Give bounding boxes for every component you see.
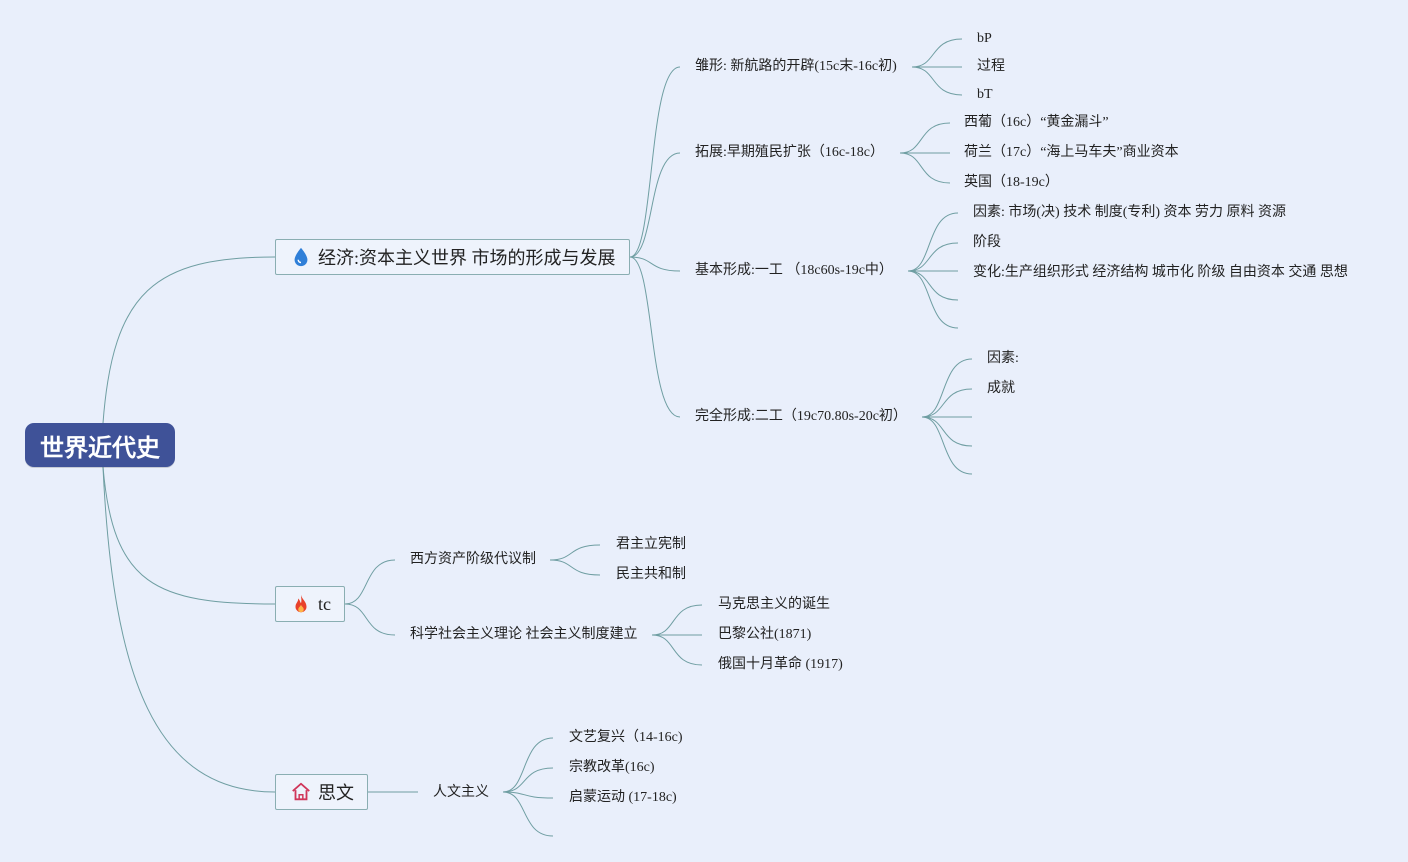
connector-line xyxy=(344,603,396,636)
connector-line xyxy=(502,791,554,837)
connector-line xyxy=(907,270,959,329)
home-icon xyxy=(290,781,312,803)
topic-colonial-expansion[interactable]: 拓展:早期殖民扩张（16c-18c） xyxy=(695,145,884,160)
connector-line xyxy=(899,122,951,154)
topic-humanism[interactable]: 人文主义 xyxy=(433,785,489,800)
connector-line xyxy=(907,270,959,301)
topic-embryonic-new-routes[interactable]: 雏形: 新航路的开辟(15c末-16c初) xyxy=(695,59,897,74)
connector-line xyxy=(651,604,703,636)
branch-thought-culture[interactable]: 思文 xyxy=(275,774,368,810)
leaf-democratic-republic[interactable]: 民主共和制 xyxy=(616,567,686,582)
leaf-bp[interactable]: bP xyxy=(977,31,992,46)
topic-first-industrial-revolution[interactable]: 基本形成:一工 （18c60s-19c中） xyxy=(695,263,893,278)
leaf-stages[interactable]: 阶段 xyxy=(973,235,1001,250)
leaf-achievements[interactable]: 成就 xyxy=(987,381,1015,396)
leaf-reformation[interactable]: 宗教改革(16c) xyxy=(569,760,655,775)
connector-line xyxy=(549,544,601,561)
connector-line xyxy=(911,66,963,96)
leaf-factors-2[interactable]: 因素: xyxy=(987,351,1019,366)
leaf-bt[interactable]: bT xyxy=(977,87,993,102)
connector-line xyxy=(899,152,951,184)
root-connector xyxy=(102,256,276,424)
leaf-paris-commune[interactable]: 巴黎公社(1871) xyxy=(718,627,812,642)
connector-line xyxy=(629,152,681,258)
connector-line xyxy=(629,66,681,258)
topic-representative-system[interactable]: 西方资产阶级代议制 xyxy=(410,552,536,567)
connector-line xyxy=(907,242,959,272)
connector-line xyxy=(502,737,554,793)
topic-second-industrial-revolution[interactable]: 完全形成:二工（19c70.80s-20c初） xyxy=(695,409,907,424)
connector-line xyxy=(921,388,973,418)
connector-line xyxy=(502,791,554,799)
leaf-renaissance[interactable]: 文艺复兴（14-16c) xyxy=(569,730,683,745)
root-connector xyxy=(102,466,276,605)
leaf-constitutional-monarchy[interactable]: 君主立宪制 xyxy=(616,537,686,552)
fire-icon xyxy=(290,593,312,615)
leaf-factors-1[interactable]: 因素: 市场(决) 技术 制度(专利) 资本 劳力 原料 资源 xyxy=(973,205,1287,220)
connector-line xyxy=(921,358,973,418)
leaf-spain-portugal[interactable]: 西葡（16c）“黄金漏斗” xyxy=(964,115,1109,130)
connector-line xyxy=(502,767,554,793)
branch-economy-label: 经济:资本主义世界 市场的形成与发展 xyxy=(318,248,616,268)
topic-scientific-socialism[interactable]: 科学社会主义理论 社会主义制度建立 xyxy=(410,627,638,642)
leaf-october-revolution[interactable]: 俄国十月革命 (1917) xyxy=(718,657,843,672)
leaf-england[interactable]: 英国（18-19c） xyxy=(964,175,1059,190)
branch-economy[interactable]: 经济:资本主义世界 市场的形成与发展 xyxy=(275,239,630,275)
leaf-netherlands[interactable]: 荷兰（17c）“海上马车夫”商业资本 xyxy=(964,145,1179,160)
connector-line xyxy=(907,212,959,272)
branch-thought-culture-label: 思文 xyxy=(318,783,354,803)
connector-line xyxy=(344,559,396,605)
leaf-enlightenment[interactable]: 启蒙运动 (17-18c) xyxy=(569,790,677,805)
branch-tc[interactable]: tc xyxy=(275,586,345,622)
connector-line xyxy=(629,256,681,418)
connector-line xyxy=(911,38,963,68)
connector-line xyxy=(629,256,681,272)
leaf-process[interactable]: 过程 xyxy=(977,59,1005,74)
connector-line xyxy=(549,559,601,576)
leaf-changes[interactable]: 变化:生产组织形式 经济结构 城市化 阶级 自由资本 交通 思想 xyxy=(973,265,1348,280)
water-drop-icon xyxy=(290,246,312,268)
connector-line xyxy=(921,416,973,447)
root-label: 世界近代史 xyxy=(40,433,160,462)
leaf-birth-of-marxism[interactable]: 马克思主义的诞生 xyxy=(718,597,830,612)
root-connector xyxy=(102,466,276,793)
connector-line xyxy=(921,416,973,475)
connector-line xyxy=(651,634,703,666)
branch-tc-label: tc xyxy=(318,593,331,614)
root-node[interactable]: 世界近代史 xyxy=(25,423,175,467)
